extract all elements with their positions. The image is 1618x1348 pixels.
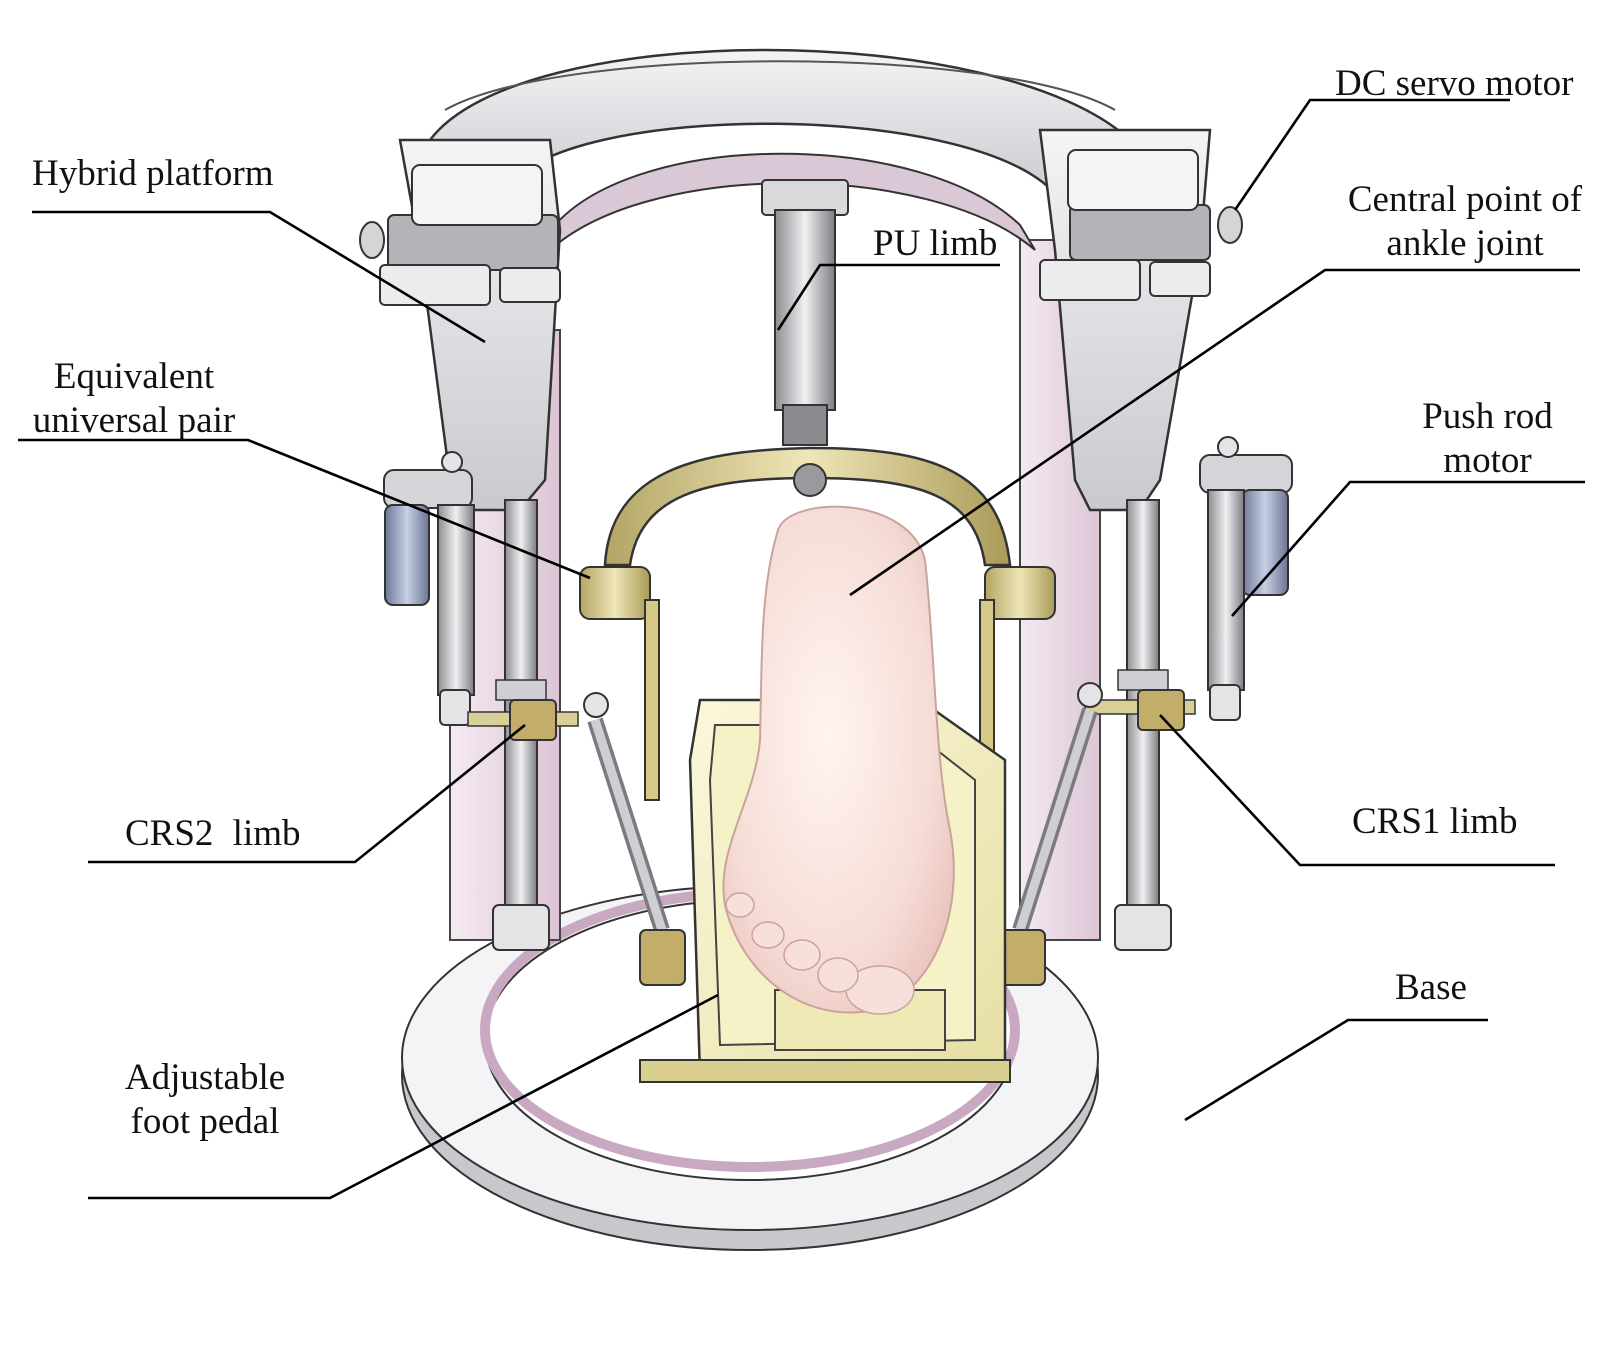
label-hybrid-platform: Hybrid platform <box>32 153 274 194</box>
label-central-point: Central point of ankle joint <box>1330 178 1600 266</box>
label-crs1-limb: CRS1 limb <box>1352 801 1518 842</box>
leader-push-rod-motor <box>1231 480 1585 617</box>
label-foot-pedal: Adjustable foot pedal <box>95 1056 315 1144</box>
left-push-rod-motor <box>383 451 475 726</box>
left-hybrid-arm <box>359 138 562 512</box>
leader-base <box>1184 1018 1488 1122</box>
foot <box>722 505 955 1015</box>
label-pu-limb: PU limb <box>873 223 998 264</box>
pu-limb <box>761 179 849 446</box>
right-hybrid-arm <box>1038 128 1243 512</box>
label-crs2-limb: CRS2 limb <box>125 813 301 854</box>
leader-crs2-limb <box>88 723 526 864</box>
label-central-point-line2: ankle joint <box>1386 223 1544 264</box>
leader-crs1-limb <box>1159 714 1555 867</box>
leader-central-point <box>849 268 1580 597</box>
crs1-link <box>999 682 1196 986</box>
leader-hybrid-platform <box>32 210 486 344</box>
leader-pu-limb <box>776 263 1000 331</box>
label-equivalent-pair-line1: Equivalent <box>53 356 215 397</box>
label-foot-pedal-line1: Adjustable <box>124 1057 286 1098</box>
label-equivalent-pair-line2: universal pair <box>32 400 236 441</box>
label-push-rod-motor: Push rod motor <box>1395 395 1580 483</box>
label-push-rod-motor-line1: Push rod <box>1422 396 1553 437</box>
label-foot-pedal-line2: foot pedal <box>130 1101 280 1142</box>
leader-foot-pedal <box>88 993 719 1200</box>
label-equivalent-pair: Equivalent universal pair <box>5 355 263 443</box>
label-dc-servo-motor: DC servo motor <box>1335 63 1574 104</box>
label-base: Base <box>1395 967 1467 1008</box>
label-central-point-line1: Central point of <box>1347 179 1583 220</box>
label-push-rod-motor-line2: motor <box>1443 440 1532 481</box>
leader-equivalent-pair <box>18 438 591 580</box>
right-push-rod-motor <box>1199 436 1293 721</box>
leader-dc-servo-motor <box>1233 98 1510 211</box>
leader-lines <box>18 98 1585 1200</box>
crs2-link <box>467 692 686 986</box>
